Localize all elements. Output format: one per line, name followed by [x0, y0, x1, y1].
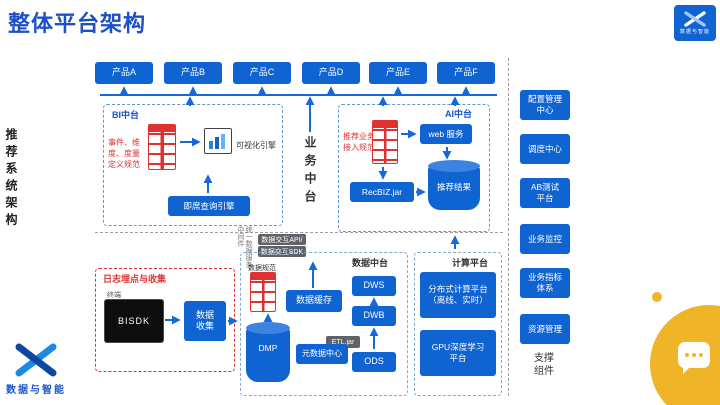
product-box: 产品C — [233, 62, 291, 84]
dwb-box: DWB — [352, 306, 396, 326]
horizontal-separator — [95, 232, 503, 233]
product-box: 产品B — [164, 62, 222, 84]
bi-platform-title: BI中台 — [112, 110, 140, 120]
spec-table-icon — [250, 272, 276, 312]
side-vertical-label: 推荐系统架构 — [4, 128, 18, 230]
distributed-compute-box: 分布式计算平台（离线、实时） — [420, 272, 496, 318]
data-spec-label: 数据规范 — [248, 265, 276, 272]
ods-box: ODS — [352, 352, 396, 372]
bar-chart-icon — [204, 128, 232, 154]
decor-dot — [652, 292, 662, 302]
gpu-platform-box: GPU深度学习平台 — [420, 330, 496, 376]
support-box: AB测试平台 — [520, 178, 570, 208]
recbiz-jar-box: RecBIZ.jar — [350, 182, 414, 202]
brand-x-logo-icon — [15, 343, 57, 377]
support-box: 业务指标体系 — [520, 268, 570, 298]
compute-platform-panel — [414, 252, 502, 396]
data-cache-box: 数据缓存 — [286, 290, 342, 312]
business-platform-label: 业务中台 — [303, 136, 317, 208]
data-platform-panel — [240, 252, 408, 396]
ai-spec-note: 推荐业务接入规范 — [343, 132, 375, 152]
terminal-label: 终端 — [107, 292, 121, 299]
dmp-label: DMP — [258, 343, 278, 353]
spec-table-icon — [148, 124, 176, 170]
brand-badge-label: 数据与智能 — [679, 29, 710, 35]
support-box: 业务监控 — [520, 224, 570, 254]
ai-platform-panel — [338, 104, 490, 232]
product-box: 产品D — [302, 62, 360, 84]
recommend-result-cylinder: 推荐结果 — [428, 160, 480, 210]
support-box: 配置管理中心 — [520, 90, 570, 120]
metadata-center-box: 元数据中心 — [296, 344, 348, 364]
dmp-cylinder: DMP — [246, 322, 290, 382]
support-box: 调度中心 — [520, 134, 570, 164]
middleware-label: 统一数据服务中间件 — [237, 226, 253, 268]
product-box: 产品F — [437, 62, 495, 84]
viz-engine-label: 可视化引擎 — [236, 141, 276, 150]
data-api-chip: 数据交互API/ — [258, 234, 306, 245]
product-box: 产品A — [95, 62, 153, 84]
support-box: 资源管理 — [520, 314, 570, 344]
adhoc-query-engine-box: 即席查询引擎 — [168, 196, 250, 216]
logging-title: 日志埋点与收集 — [103, 274, 167, 284]
support-column-label: 支撑组件 — [534, 353, 554, 377]
ai-platform-title: AI中台 — [445, 109, 473, 119]
spec-table-icon — [372, 120, 398, 164]
bisdk-terminal-icon: BISDK — [104, 299, 164, 343]
recommend-result-label: 推荐结果 — [436, 182, 471, 192]
web-service-box: web 服务 — [420, 124, 472, 144]
bi-spec-note: 事件、维度、度量定义规范 — [108, 138, 140, 169]
brand-badge: 数据与智能 — [674, 5, 716, 41]
compute-platform-title: 计算平台 — [452, 258, 489, 268]
x-mark-icon — [684, 11, 706, 27]
brand-name: 数据与智能 — [6, 385, 66, 396]
product-box: 产品E — [369, 62, 427, 84]
page-title: 整体平台架构 — [8, 11, 147, 36]
dws-box: DWS — [352, 276, 396, 296]
data-collect-box: 数据收集 — [184, 301, 226, 341]
data-platform-title: 数据中台 — [352, 258, 389, 268]
vertical-separator — [508, 58, 509, 396]
speech-bubble-icon — [678, 342, 710, 374]
